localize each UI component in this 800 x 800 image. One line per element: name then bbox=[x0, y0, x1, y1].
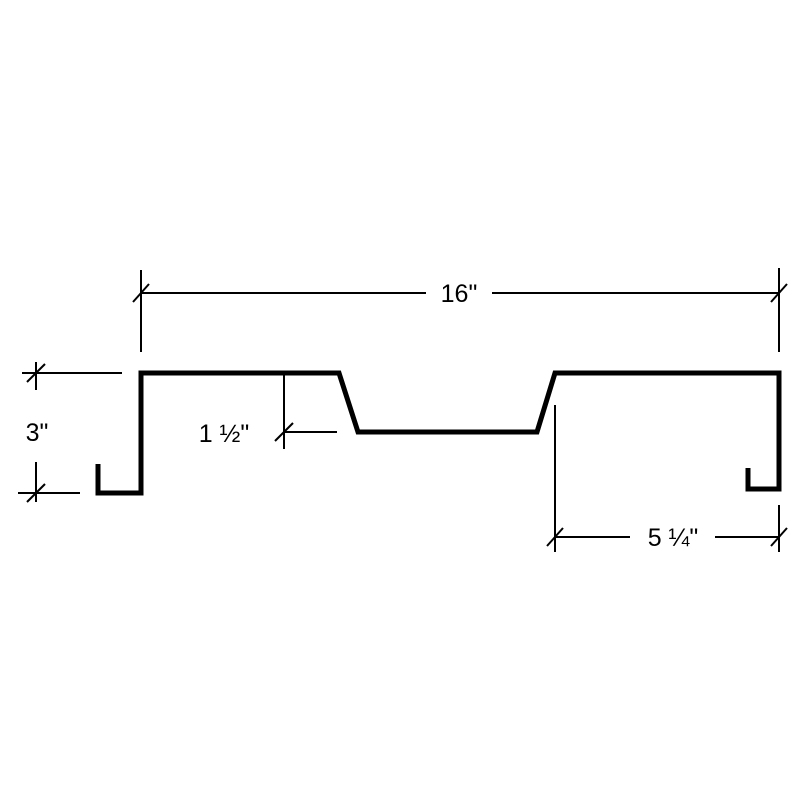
edge-width-dimension bbox=[546, 405, 788, 552]
rib-depth-label: 1 ½" bbox=[199, 420, 250, 448]
tick-mark-right bbox=[770, 283, 788, 303]
tick-mark-left bbox=[546, 527, 564, 547]
tick-mark-bottom bbox=[26, 483, 46, 503]
rib-depth-dimension bbox=[274, 375, 337, 449]
height-label: 3" bbox=[26, 419, 49, 447]
panel-profile-outline bbox=[95, 370, 782, 496]
edge-width-label: 5 ¼" bbox=[648, 524, 699, 552]
tick-mark-bottom bbox=[274, 422, 294, 442]
tick-mark-right bbox=[770, 527, 788, 547]
overall-width-dimension bbox=[132, 268, 788, 352]
tick-mark-left bbox=[132, 283, 150, 303]
overall-width-label: 16" bbox=[441, 280, 478, 308]
height-dimension bbox=[18, 362, 122, 503]
tick-mark-top bbox=[26, 363, 46, 383]
